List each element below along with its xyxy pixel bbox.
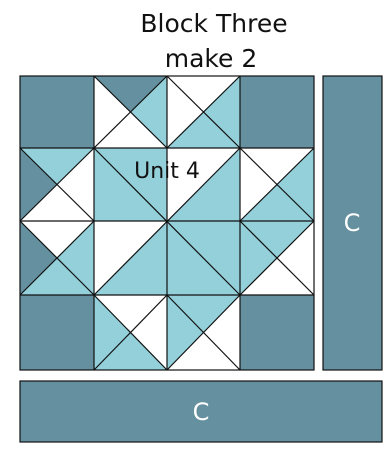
block-border	[19, 75, 315, 371]
star-block: Unit 4	[19, 75, 315, 371]
strip-right-rect	[322, 75, 383, 371]
strip-right: C	[322, 75, 383, 371]
unit-label: Unit 4	[134, 159, 200, 184]
block-title-line2: make 2	[165, 44, 258, 73]
strip-bottom-label: C	[193, 398, 210, 426]
strip-bottom-rect	[19, 380, 383, 443]
strip-right-label: C	[344, 209, 361, 237]
strip-bottom: C	[19, 380, 383, 443]
block-title-line1: Block Three	[140, 9, 287, 38]
block-diagonal-lines	[19, 75, 315, 371]
